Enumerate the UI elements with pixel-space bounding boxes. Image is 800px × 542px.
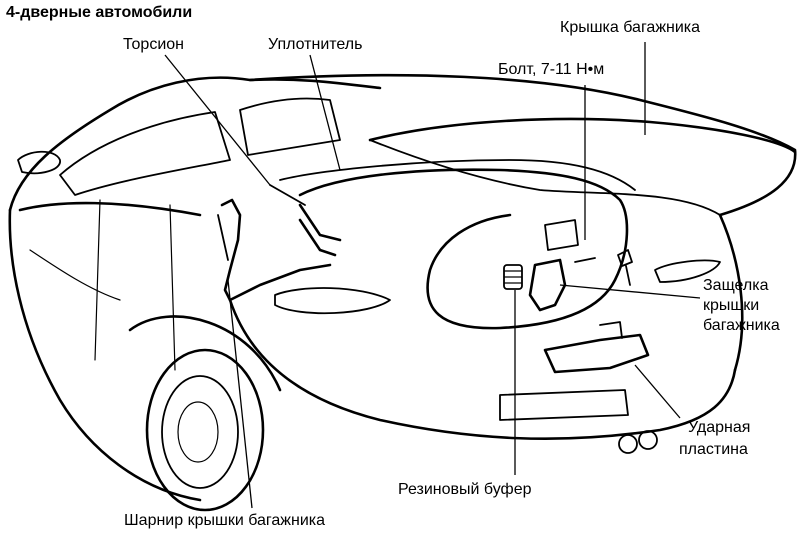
label-hinge: Шарнир крышки багажника	[124, 512, 325, 529]
label-latch-line2: крышки	[703, 297, 760, 314]
leader-lines	[164, 42, 701, 509]
striker-plate-part	[543, 321, 650, 374]
torsion-part	[269, 184, 342, 257]
label-latch-line1: Защелка	[703, 277, 769, 294]
label-latch-line3: багажника	[703, 317, 780, 334]
label-rubber-bumper: Резиновый буфер	[398, 481, 532, 498]
label-bolt: Болт, 7-11 Н•м	[498, 61, 605, 78]
hinge-part	[217, 198, 332, 302]
rubber-bumper-part	[503, 264, 523, 290]
seal-part	[279, 159, 636, 330]
label-seal: Уплотнитель	[268, 36, 363, 53]
label-trunk-lid: Крышка багажника	[560, 19, 701, 36]
bolt-part	[574, 249, 633, 286]
car-body	[8, 73, 797, 512]
page-title: 4-дверные автомобили	[6, 4, 193, 21]
label-torsion: Торсион	[123, 36, 184, 53]
label-striker-line1: Ударная	[688, 419, 751, 436]
latch-part	[528, 219, 579, 312]
label-striker-line2: пластина	[679, 441, 748, 458]
